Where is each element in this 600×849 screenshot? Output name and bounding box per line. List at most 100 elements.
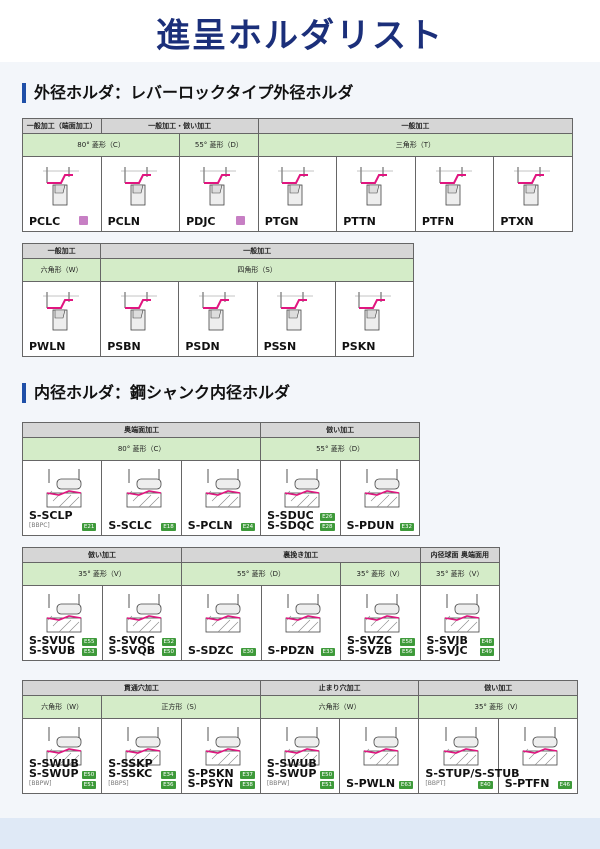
holder-cell-content: PSSN xyxy=(258,282,335,356)
holder-cell-content: PSKN xyxy=(336,282,413,356)
insert-shape-cell: 六角形（W） xyxy=(21,258,102,282)
holder-cell-content: S-SCLP[BBPC]E21 xyxy=(23,461,101,535)
catalog-page-codes: E40 xyxy=(478,781,493,789)
catalog-page-badge: E36 xyxy=(161,781,176,789)
tool-diagram-icon xyxy=(120,292,157,331)
holder-cell[interactable]: PTXN xyxy=(493,156,573,232)
catalog-page-codes: E32 xyxy=(399,523,414,531)
holder-cell-content: PDJC xyxy=(180,157,258,231)
model-name-text: PTGN xyxy=(264,215,299,228)
model-name-text: PTFN xyxy=(421,215,455,228)
holder-cell[interactable]: PWLN xyxy=(21,281,102,357)
model-name-text: PSDN xyxy=(185,340,220,353)
model-name-text: PSBN xyxy=(107,340,141,353)
holder-cell[interactable]: PDJC xyxy=(179,156,259,232)
holder-cell[interactable]: PTFN xyxy=(414,156,495,232)
process-header-cell: 止まり穴加工 xyxy=(259,680,420,696)
holder-cell[interactable]: PCLC xyxy=(22,156,102,232)
holder-cell-content: PSDN xyxy=(179,282,256,356)
insert-shape-cell: 55° 菱形（D） xyxy=(181,562,341,586)
recommended-badge-icon xyxy=(79,216,88,225)
holder-model-name: S-PWLN xyxy=(346,778,395,789)
holder-cell[interactable]: PCLN xyxy=(100,156,181,232)
tool-diagram-icon xyxy=(435,167,472,206)
insert-shape-row: 六角形（W）四角形（S） xyxy=(21,258,414,282)
model-name-text: S-SCLP xyxy=(29,509,73,522)
catalog-page-badge: E26 xyxy=(320,513,335,521)
model-name-text: S-SVUC xyxy=(29,634,75,647)
footer-band xyxy=(0,818,600,849)
tool-diagram-icon xyxy=(198,292,235,331)
holder-model-name: S-SDZC xyxy=(188,645,234,656)
tool-diagram-icon xyxy=(355,292,392,331)
model-name-text: S-PCLN xyxy=(187,519,233,532)
tool-diagram-icon xyxy=(205,727,241,766)
process-header-cell: 一般加工（端面加工） xyxy=(22,118,102,134)
catalog-page-badge: E48 xyxy=(479,638,494,646)
holder-cell[interactable]: PTTN xyxy=(336,156,416,232)
insert-shape-row: 80° 菱形（C）55° 菱形（D）三角形（T） xyxy=(21,133,574,157)
tool-diagram-icon xyxy=(42,167,79,206)
insert-shape-cell: 35° 菱形（V） xyxy=(22,562,182,586)
tool-diagram-icon xyxy=(205,594,241,633)
model-name-text: S-SWUP xyxy=(29,767,79,780)
holder-cell-content: PTTN xyxy=(337,157,415,231)
holder-model-name: PSSN xyxy=(264,341,297,352)
tool-diagram-icon xyxy=(285,594,321,633)
insert-shape-cell: 55° 菱形（D） xyxy=(260,437,420,461)
tool-diagram-icon xyxy=(199,167,236,206)
process-header-cell: 倣い加工 xyxy=(22,547,182,563)
catalog-page-codes: E21 xyxy=(81,523,97,531)
holder-cell[interactable]: PSKN xyxy=(334,281,415,357)
holder-cell-content: PCLN xyxy=(102,157,180,231)
tool-diagram-icon xyxy=(443,727,478,766)
tool-diagram-icon xyxy=(284,727,320,766)
holder-cell[interactable]: PTGN xyxy=(257,156,338,232)
catalog-page-codes: E46 xyxy=(557,781,572,789)
catalog-page-badge: E56 xyxy=(400,648,415,656)
catalog-page-badge: E46 xyxy=(557,781,572,789)
holder-cell[interactable]: PSSN xyxy=(256,281,336,357)
holder-cell[interactable]: PSBN xyxy=(100,281,180,357)
process-header-cell: 貫通穴加工 xyxy=(22,680,261,696)
holder-cell[interactable]: PSDN xyxy=(178,281,258,357)
insert-shape-cell: 55° 菱形（D） xyxy=(179,133,259,157)
model-name-text: S-SDQC xyxy=(267,519,315,532)
model-name-text: S-SSKP xyxy=(108,757,153,770)
model-name-text: S-SSKC xyxy=(108,767,153,780)
holder-cell[interactable]: S-SCLP[BBPC]E21 xyxy=(21,460,103,536)
holder-cell[interactable]: S-STUP/S-STUB[BBPT]E40 xyxy=(418,718,520,794)
insert-shape-cell: 四角形（S） xyxy=(100,258,414,282)
holder-model-name: PWLN xyxy=(29,340,66,353)
holder-cell-content: PSBN xyxy=(101,282,178,356)
model-name-text: PWLN xyxy=(29,340,66,353)
holder-model-name: PCLC xyxy=(29,216,60,227)
